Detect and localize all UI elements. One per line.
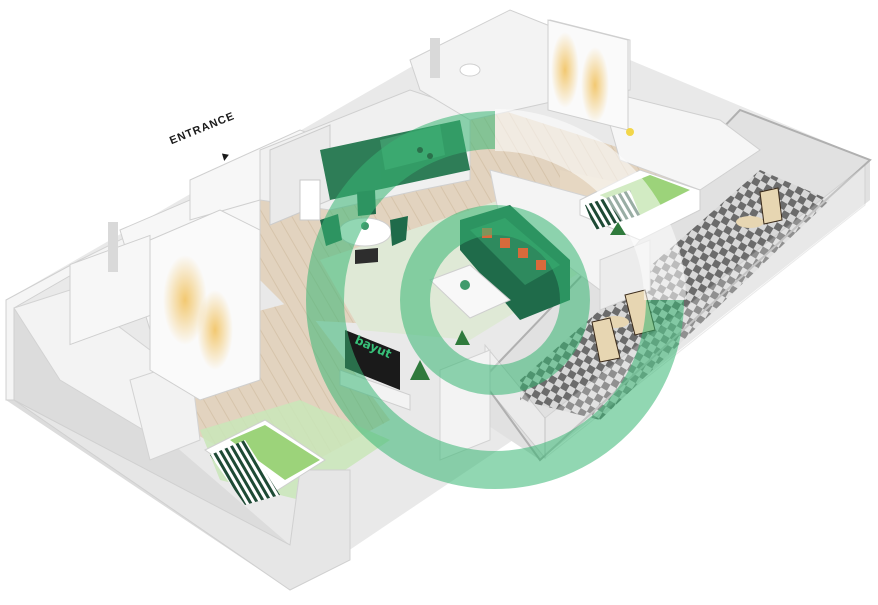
bathroom-right xyxy=(430,38,481,78)
watermark-logo xyxy=(306,109,686,489)
bed-second xyxy=(204,419,326,505)
plants xyxy=(410,222,626,380)
wardrobe-left xyxy=(149,209,261,401)
coffee-table xyxy=(429,264,511,319)
bathroom-left xyxy=(69,222,151,346)
arrow-down-icon: ▼ xyxy=(217,149,233,165)
wardrobe-right xyxy=(547,19,629,131)
